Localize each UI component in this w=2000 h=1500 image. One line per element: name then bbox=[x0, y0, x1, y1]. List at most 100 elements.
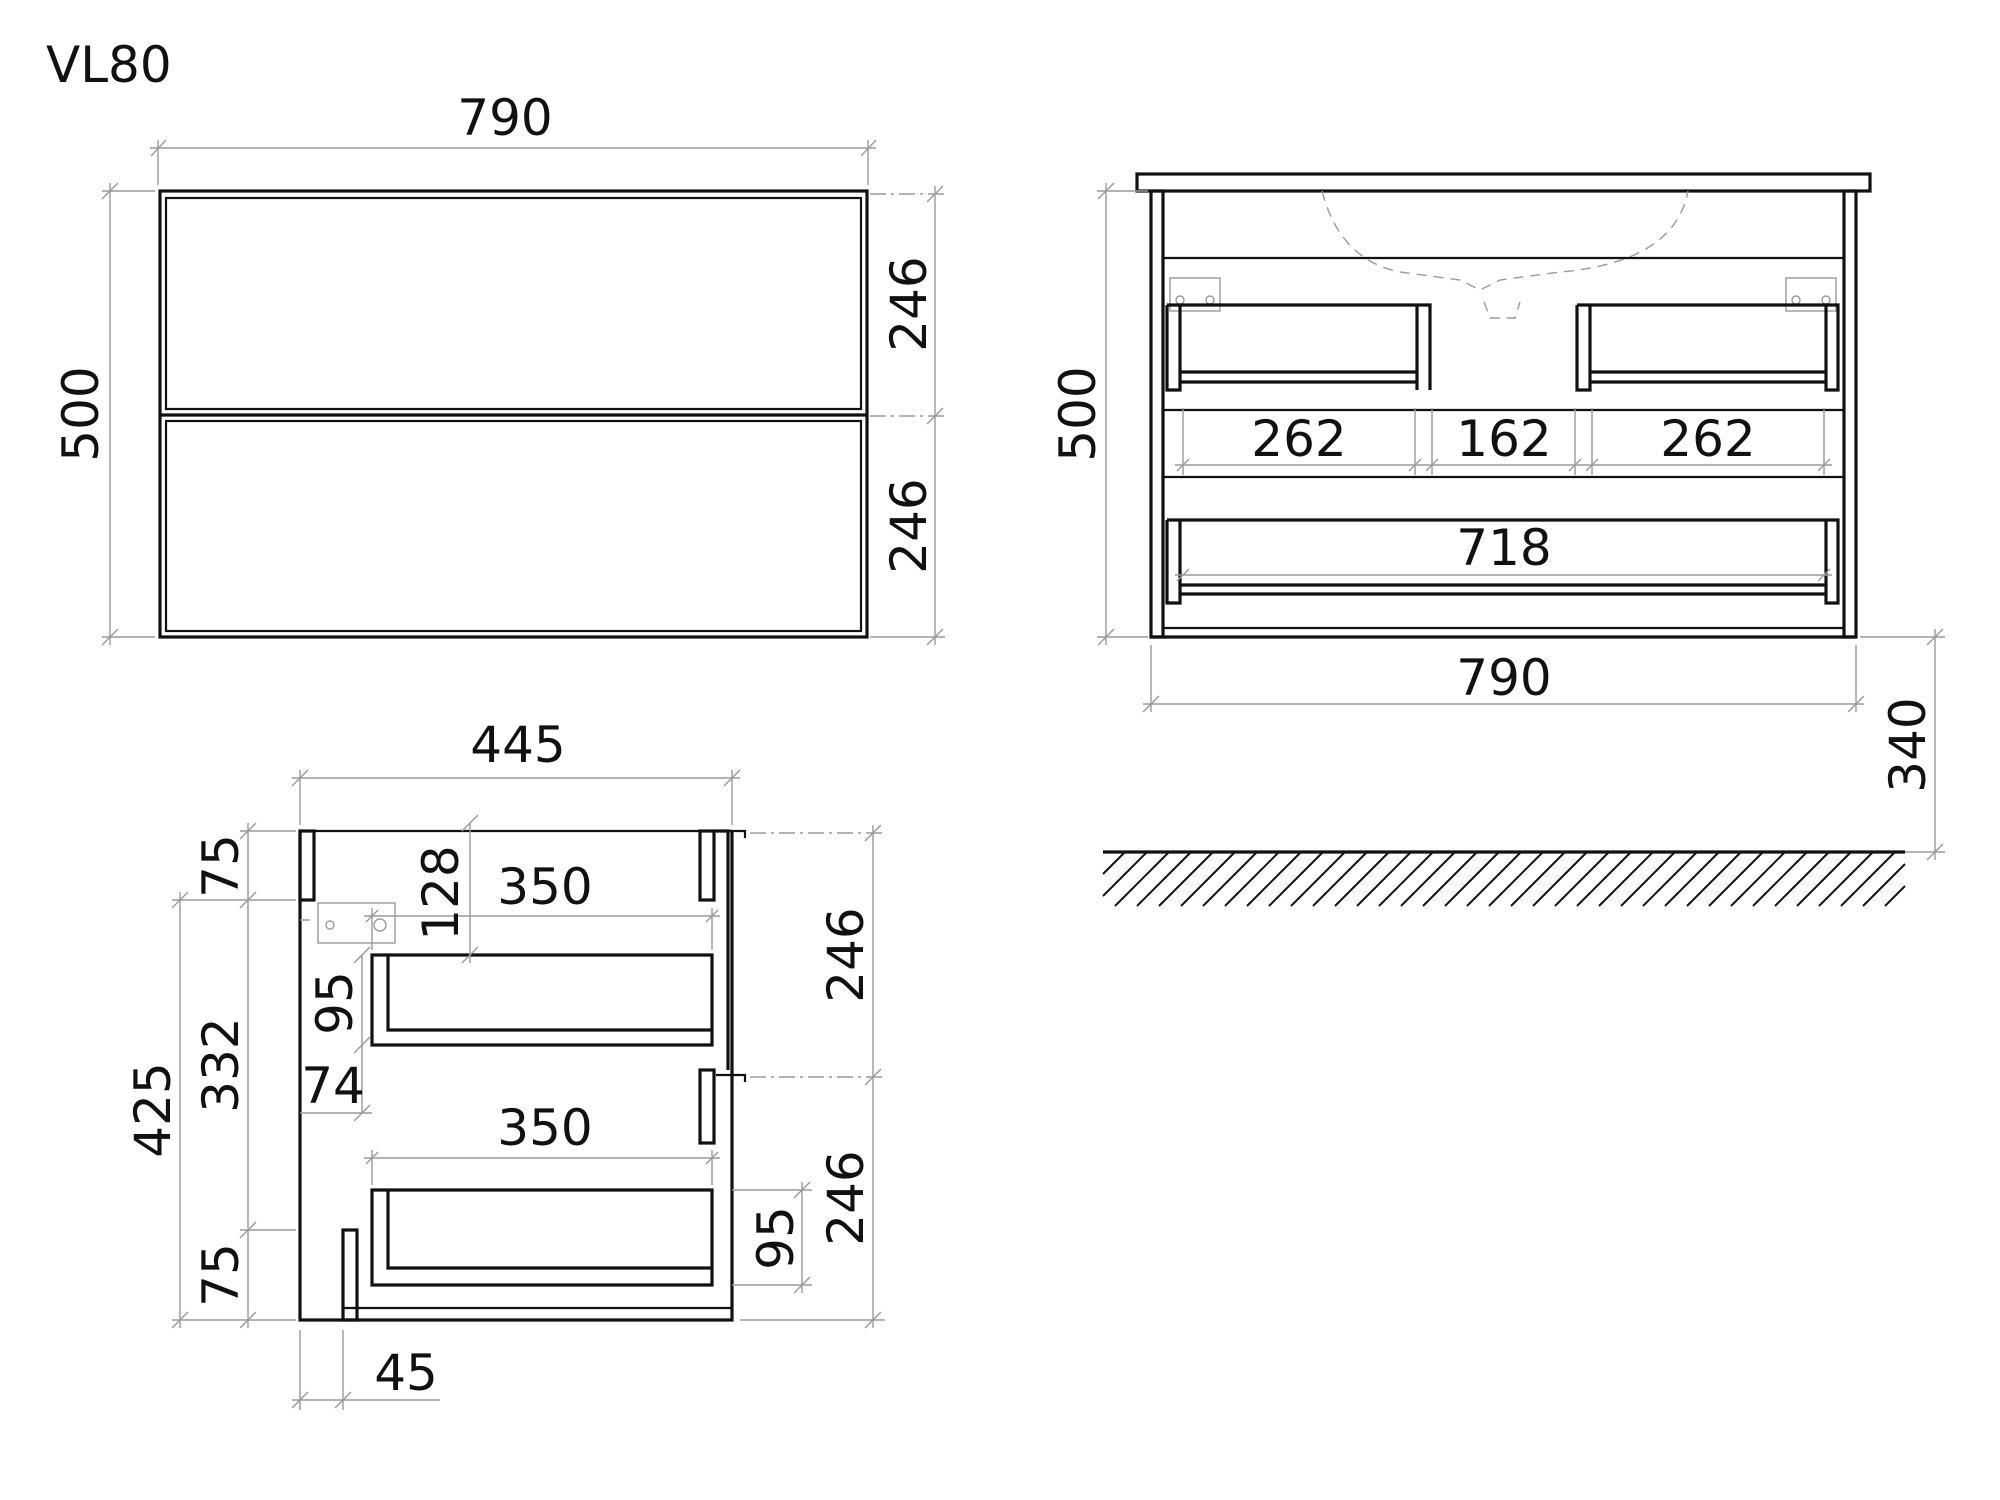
side-inner-height-label: 332 bbox=[192, 1017, 250, 1112]
back-basin-hidden bbox=[1321, 190, 1689, 291]
side-drawer-bottom-front-label: 246 bbox=[817, 1150, 875, 1245]
back-gap-center-label: 162 bbox=[1456, 410, 1551, 468]
floor-hatch-line bbox=[1246, 851, 1302, 907]
side-left-vertical-dimensions: 75 332 75 425 bbox=[124, 822, 296, 1329]
floor-hatch-line bbox=[1686, 851, 1742, 907]
floor-hatch-line bbox=[1862, 863, 1906, 907]
back-opening-right-label: 262 bbox=[1660, 410, 1755, 468]
floor-hatch-line bbox=[1290, 851, 1346, 907]
front-width-label: 790 bbox=[457, 89, 552, 147]
floor-hatch-line bbox=[1312, 851, 1368, 907]
side-right-dimensions: 246 246 95 bbox=[732, 824, 885, 1329]
floor-hatch-line bbox=[1334, 851, 1390, 907]
floor-hatch-line bbox=[1400, 851, 1456, 907]
front-drawer-bottom bbox=[164, 419, 863, 633]
side-front-stile-middle bbox=[698, 1068, 716, 1145]
side-door-bottom-handle bbox=[716, 1073, 747, 1082]
floor-hatch-line bbox=[1114, 851, 1170, 907]
side-bottom-offset-label: 75 bbox=[192, 1243, 250, 1307]
back-left-bracket-hole-2 bbox=[1205, 295, 1215, 305]
back-floor-clearance-dimension: 340 bbox=[1860, 628, 1945, 861]
side-door-top-handle bbox=[716, 829, 747, 838]
floor-hatch-line bbox=[1532, 851, 1588, 907]
back-width-dimension: 790 bbox=[1142, 645, 1865, 713]
floor-hatch-line bbox=[1378, 851, 1434, 907]
back-right-side-panel bbox=[1842, 189, 1858, 639]
back-left-bracket bbox=[1169, 277, 1221, 312]
side-bracket-hole-2 bbox=[373, 918, 387, 932]
side-drawer-bottom-height-label: 95 bbox=[747, 1206, 805, 1270]
side-bracket-height-label: 128 bbox=[412, 845, 470, 940]
back-upper-drawer-right bbox=[1575, 303, 1840, 392]
floor-hatch-line bbox=[1576, 851, 1632, 907]
front-drawer-top-label: 246 bbox=[880, 256, 938, 351]
side-view: 445 350 350 128 bbox=[124, 716, 885, 1410]
back-lower-opening-dimension: 718 bbox=[1175, 519, 1832, 582]
back-lower-drawer bbox=[1165, 518, 1840, 605]
side-panel-thickness-dimension: 45 bbox=[291, 1330, 440, 1410]
back-upper-drawer-left bbox=[1165, 303, 1432, 392]
back-right-bracket-hole-1 bbox=[1791, 295, 1801, 305]
floor-hatch bbox=[1102, 850, 1906, 907]
back-opening-left-label: 262 bbox=[1251, 410, 1346, 468]
front-width-dimension: 790 bbox=[150, 89, 877, 185]
back-left-side-panel bbox=[1149, 189, 1165, 639]
floor-hatch-line bbox=[1774, 851, 1830, 907]
floor-hatch-line bbox=[1422, 851, 1478, 907]
floor-hatch-line bbox=[1510, 851, 1566, 907]
side-drawer-top-length-label: 350 bbox=[497, 858, 592, 916]
side-bottom-back-stile bbox=[341, 1228, 359, 1322]
side-inner-left-dimensions: 95 74 bbox=[300, 946, 372, 1122]
side-gap-label: 74 bbox=[301, 1057, 365, 1115]
floor-hatch-line bbox=[1444, 851, 1500, 907]
side-drawer-top-front-label: 246 bbox=[817, 907, 875, 1002]
front-height-dimension: 500 bbox=[52, 182, 155, 646]
side-lower-drawer bbox=[370, 1188, 714, 1287]
front-view: 790 500 246 246 bbox=[52, 89, 945, 646]
side-front-stile-top bbox=[698, 829, 716, 902]
side-wall-bracket bbox=[317, 902, 396, 944]
back-right-bracket bbox=[1785, 277, 1837, 312]
front-drawer-top bbox=[164, 196, 863, 411]
floor-hatch-line bbox=[1180, 851, 1236, 907]
floor-hatch-line bbox=[1158, 851, 1214, 907]
back-right-bracket-hole-2 bbox=[1821, 295, 1831, 305]
back-width-label: 790 bbox=[1456, 649, 1551, 707]
floor-hatch-line bbox=[1642, 851, 1698, 907]
side-drawer-length-dimensions: 350 350 bbox=[364, 858, 720, 1185]
floor-hatch-line bbox=[1356, 851, 1412, 907]
front-drawer-bottom-label: 246 bbox=[880, 478, 938, 573]
floor-hatch-line bbox=[1488, 851, 1544, 907]
back-height-dimension: 500 bbox=[1049, 182, 1148, 646]
floor-hatch-line bbox=[1884, 885, 1906, 907]
floor-hatch-line bbox=[1466, 851, 1522, 907]
side-bracket-hole-1 bbox=[325, 920, 335, 930]
side-top-back-stile bbox=[298, 829, 316, 902]
back-view: 262 162 262 718 500 790 bbox=[1049, 172, 1945, 907]
floor-hatch-line bbox=[1708, 851, 1764, 907]
floor-hatch-line bbox=[1620, 851, 1676, 907]
side-bracket-height-dimension: 128 bbox=[412, 814, 479, 964]
floor-hatch-line bbox=[1136, 851, 1192, 907]
side-panel-thickness-label: 45 bbox=[374, 1344, 438, 1402]
floor-hatch-line bbox=[1730, 851, 1786, 907]
side-depth-label: 445 bbox=[470, 716, 565, 774]
side-drawer-top-height-label: 95 bbox=[306, 971, 364, 1035]
front-drawer-dimensions: 246 246 bbox=[870, 185, 945, 646]
back-height-label: 500 bbox=[1049, 366, 1107, 461]
front-height-label: 500 bbox=[52, 366, 110, 461]
floor-hatch-line bbox=[1818, 851, 1874, 907]
floor-hatch-line bbox=[1752, 851, 1808, 907]
floor-hatch-line bbox=[1598, 851, 1654, 907]
side-depth-dimension: 445 bbox=[291, 716, 741, 825]
floor-hatch-line bbox=[1202, 851, 1258, 907]
back-countertop bbox=[1135, 172, 1872, 193]
floor-hatch-line bbox=[1796, 851, 1852, 907]
side-drawer-bottom-length-label: 350 bbox=[497, 1099, 592, 1157]
floor-hatch-line bbox=[1840, 851, 1896, 907]
back-lower-opening-label: 718 bbox=[1456, 519, 1551, 577]
back-opening-dimensions: 262 162 262 bbox=[1175, 408, 1832, 475]
floor-hatch-line bbox=[1102, 851, 1126, 875]
back-drain-hidden bbox=[1483, 301, 1521, 319]
